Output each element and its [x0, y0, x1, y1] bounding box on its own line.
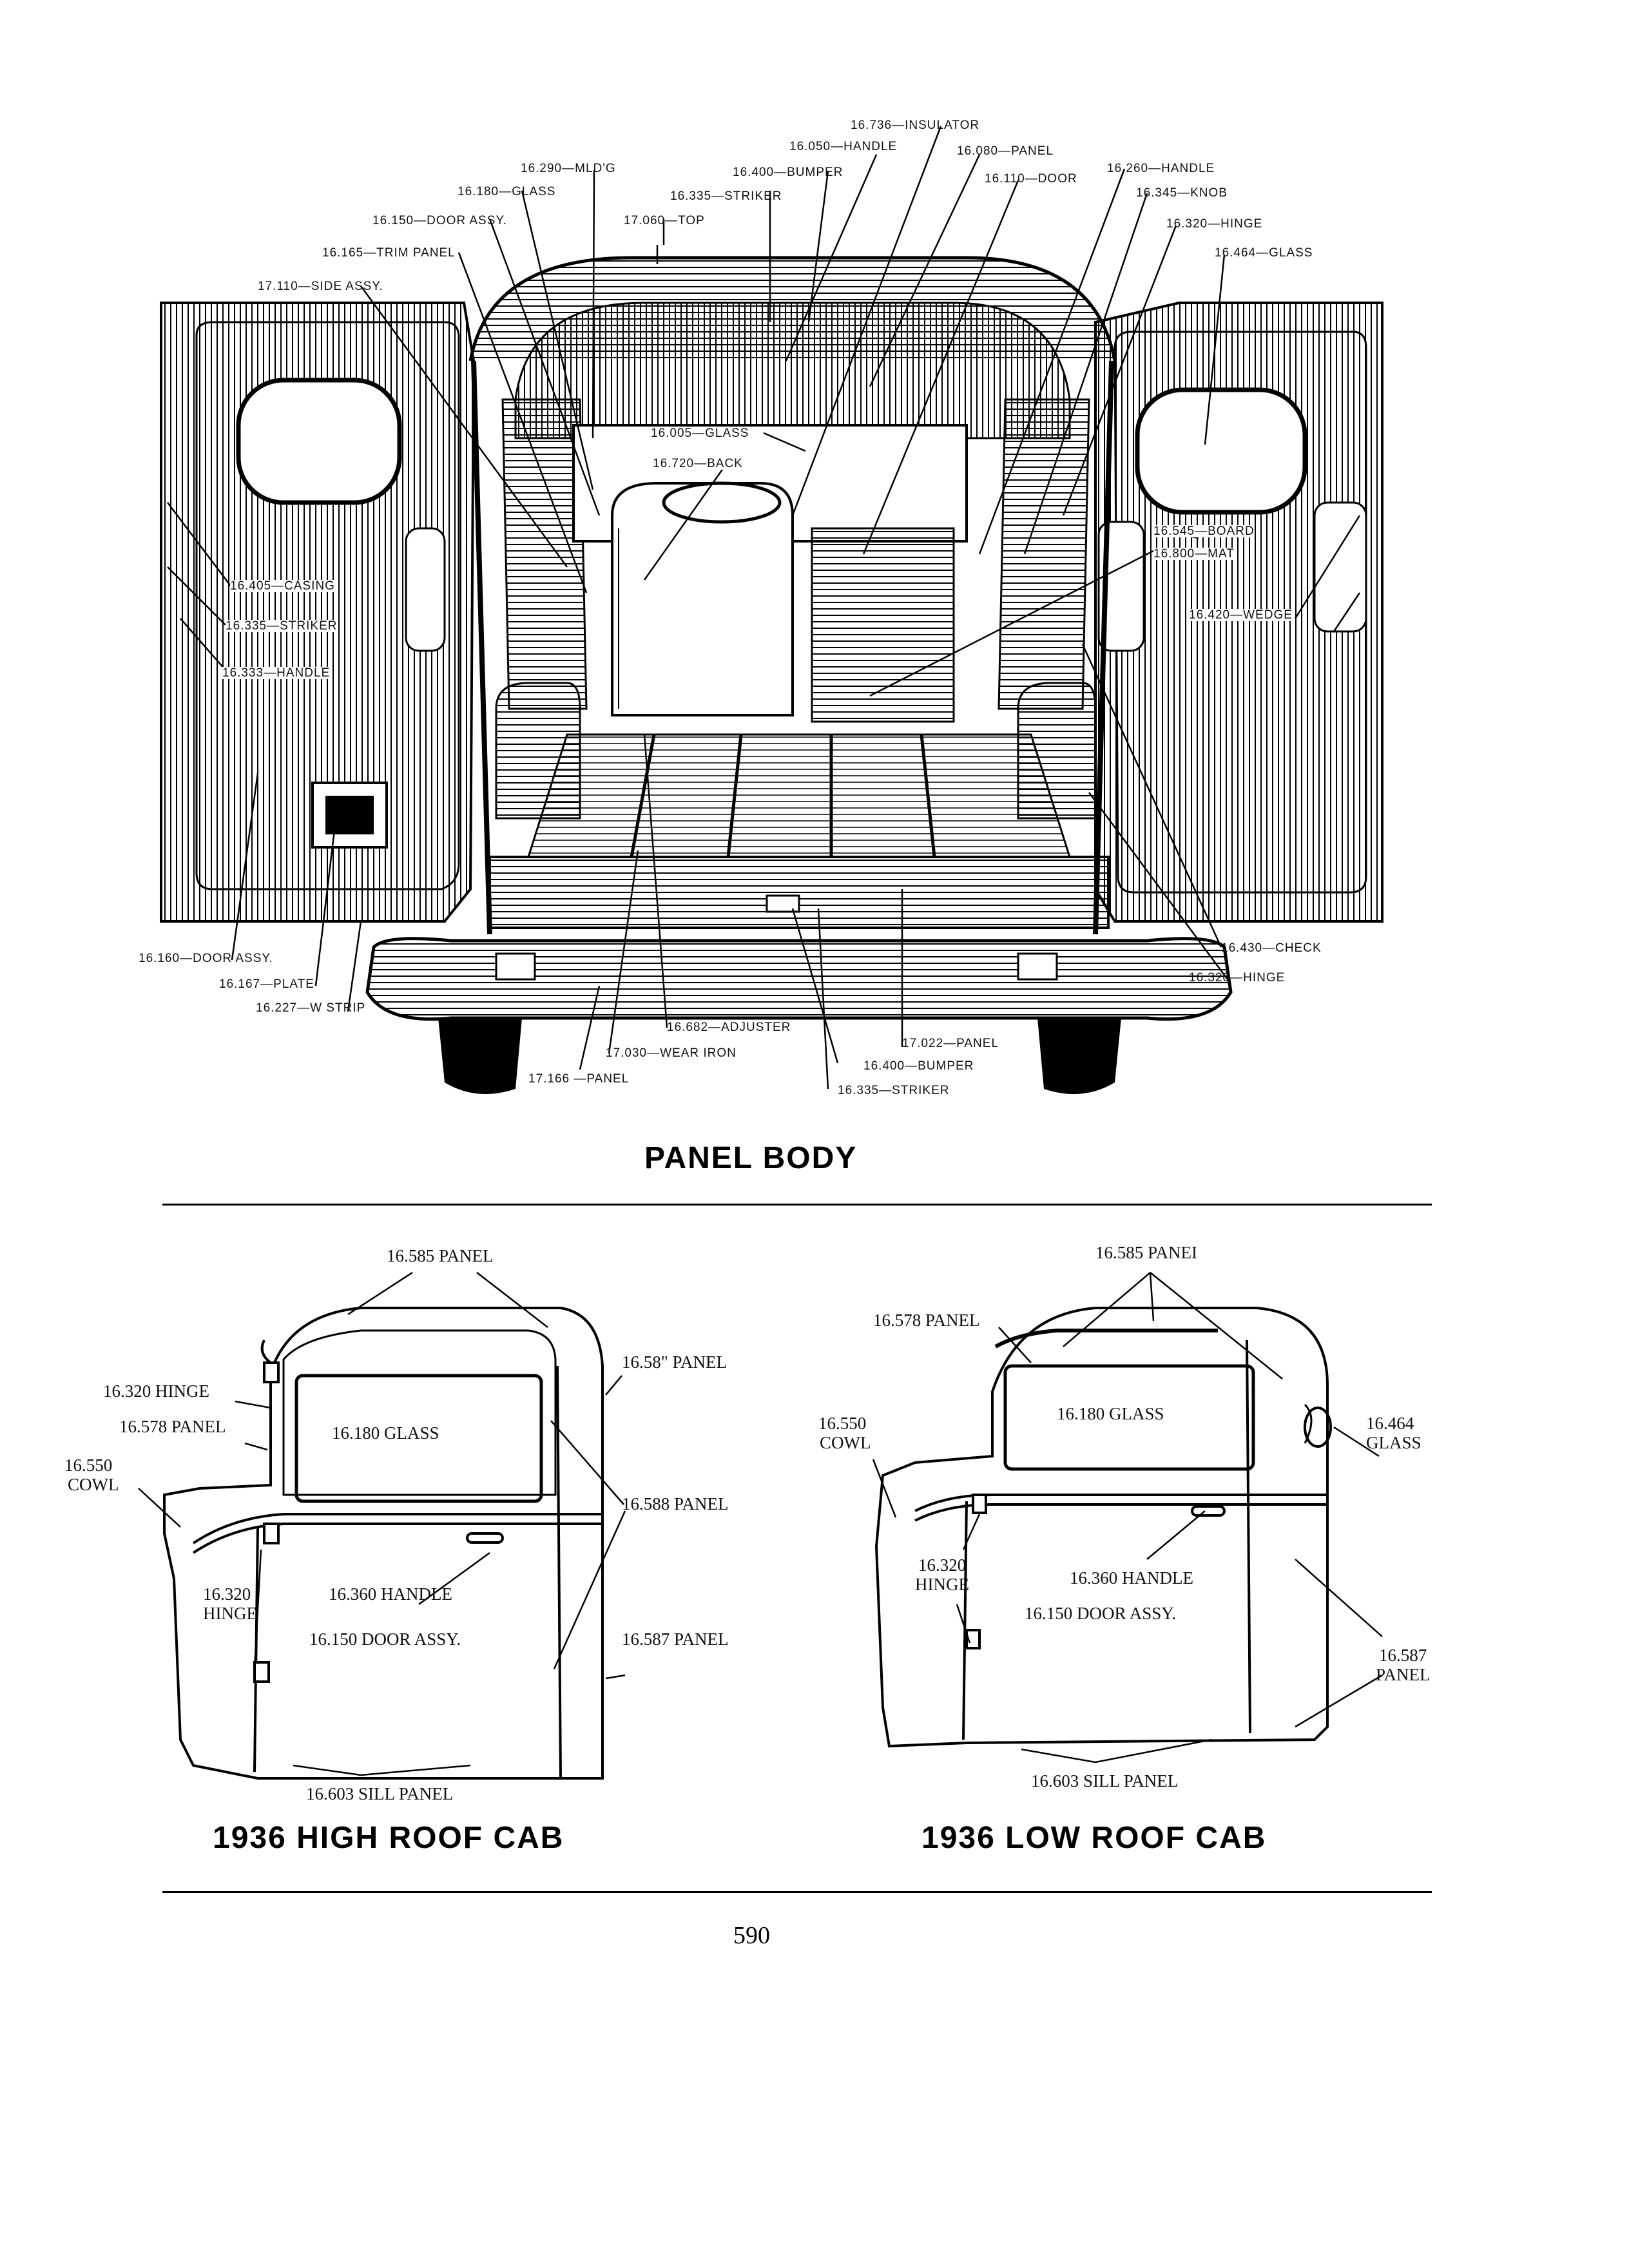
callout-casing: 16.405—CASING — [230, 579, 335, 593]
high-callout-sill-panel: 16.603 SILL PANEL — [306, 1784, 454, 1803]
callout-top: 17.060—TOP — [624, 214, 705, 227]
high-callout-glass: 16.180 GLASS — [332, 1423, 439, 1443]
panel-body-leader-lines — [167, 126, 1361, 1090]
rear-tires — [438, 1018, 1121, 1094]
low-roof-cab-title: 1936 LOW ROOF CAB — [921, 1821, 1267, 1855]
low-callout-handle: 16.360 HANDLE — [1070, 1568, 1193, 1588]
low-roof-cab-drawing — [874, 1307, 1332, 1748]
callout-trim-panel: 16.165—TRIM PANEL — [322, 246, 456, 260]
callout-striker-left: 16.335—STRIKER — [226, 619, 338, 633]
callout-hinge-bottom: 16.320—HINGE — [1189, 971, 1286, 985]
callout-wear-iron: 17.030—WEAR IRON — [606, 1046, 737, 1060]
callout-panel-top: 16.080—PANEL — [957, 144, 1054, 158]
callout-side-assy: 17.110—SIDE ASSY. — [258, 280, 383, 293]
callout-hinge-top: 16.320—HINGE — [1166, 217, 1263, 231]
high-callout-panel-587: 16.587 PANEL — [622, 1629, 729, 1649]
callout-bumper-bottom: 16.400—BUMPER — [863, 1059, 974, 1073]
high-callout-hinge-upper: 16.320 HINGE — [103, 1381, 209, 1401]
callout-glass-right: 16.464—GLASS — [1215, 246, 1313, 260]
low-callout-hinge-num: 16.320 — [918, 1555, 967, 1575]
page-number: 590 — [733, 1922, 770, 1949]
callout-glass-top: 16.180—GLASS — [458, 185, 556, 198]
callout-striker-top: 16.335—STRIKER — [670, 189, 782, 203]
callout-mldg: 16.290—MLD'G — [521, 162, 616, 175]
low-callout-door-assy: 16.150 DOOR ASSY. — [1025, 1604, 1177, 1623]
callout-adjuster: 16.682—ADJUSTER — [667, 1021, 791, 1034]
left-rear-door — [160, 302, 476, 923]
high-callout-roof-panel: 16.585 PANEL — [387, 1246, 494, 1265]
callout-door-assy-top: 16.150—DOOR ASSY. — [372, 214, 507, 227]
divider-top — [162, 1204, 1432, 1206]
callout-plate: 16.167—PLATE — [219, 977, 314, 991]
callout-handle-right: 16.260—HANDLE — [1107, 162, 1215, 175]
high-callout-cowl-num: 16.550 — [64, 1456, 113, 1475]
high-callout-panel-578: 16.578 PANEL — [119, 1417, 226, 1436]
callout-handle-top: 16.050—HANDLE — [789, 140, 898, 153]
callout-board: 16.545—BOARD — [1153, 524, 1255, 538]
panel-body-title: PANEL BODY — [644, 1141, 858, 1175]
high-callout-handle: 16.360 HANDLE — [329, 1584, 452, 1604]
low-callout-sill-panel: 16.603 SILL PANEL — [1031, 1771, 1179, 1791]
low-callout-panel-578: 16.578 PANEL — [873, 1311, 980, 1330]
high-callout-hinge-num: 16.320 — [203, 1584, 251, 1604]
high-callout-cowl: COWL — [68, 1475, 119, 1494]
body-shell — [468, 256, 1117, 935]
low-callout-roof-panel-text: 16.585 PANEI — [1095, 1243, 1198, 1262]
callout-glass-mid: 16.005—GLASS — [651, 427, 749, 440]
callout-door-top: 16.110—DOOR — [985, 172, 1077, 186]
high-callout-door-assy: 16.150 DOOR ASSY. — [309, 1629, 461, 1649]
rear-bumper — [365, 937, 1233, 1021]
callout-mat: 16.800—MAT — [1153, 547, 1235, 561]
callout-wedge: 16.420—WEDGE — [1189, 608, 1293, 622]
callout-check: 16.430—CHECK — [1221, 941, 1322, 955]
callout-panel-left-bottom: 17.166 —PANEL — [528, 1072, 630, 1086]
low-callout-hinge: HINGE — [915, 1575, 969, 1594]
callout-bumper-top: 16.400—BUMPER — [733, 166, 843, 179]
low-callout-panel-587: PANEL — [1376, 1665, 1431, 1684]
low-callout-rear-glass: GLASS — [1366, 1433, 1422, 1452]
high-roof-cab-drawing — [163, 1307, 604, 1780]
high-callout-panel-588: 16.588 PANEL — [622, 1494, 729, 1514]
low-callout-glass: 16.180 GLASS — [1057, 1404, 1164, 1423]
callout-insulator: 16.736—INSULATOR — [851, 119, 980, 132]
low-callout-cowl-num: 16.550 — [818, 1414, 867, 1433]
callout-w-strip: 16.227—W STRIP — [256, 1001, 366, 1015]
callout-striker-bottom: 16.335—STRIKER — [838, 1084, 950, 1097]
divider-bottom — [162, 1891, 1432, 1893]
callout-back: 16.720—BACK — [653, 457, 743, 470]
low-callout-panel-587-num: 16.587 — [1379, 1646, 1427, 1665]
callout-door-assy-left: 16.160—DOOR ASSY. — [139, 952, 273, 965]
callout-knob: 16.345—KNOB — [1136, 186, 1228, 200]
high-roof-cab-title: 1936 HIGH ROOF CAB — [213, 1821, 564, 1855]
low-callout-rear-glass-num: 16.464 — [1366, 1414, 1414, 1433]
high-callout-rear-panel: 16.58" PANEL — [622, 1352, 728, 1372]
callout-panel-bottom: 17.022—PANEL — [902, 1037, 999, 1050]
callout-handle-left: 16.333—HANDLE — [222, 666, 331, 680]
low-callout-cowl: COWL — [820, 1433, 871, 1452]
cab-leader-lines — [138, 1271, 1383, 1776]
high-callout-hinge: HINGE — [203, 1604, 257, 1623]
